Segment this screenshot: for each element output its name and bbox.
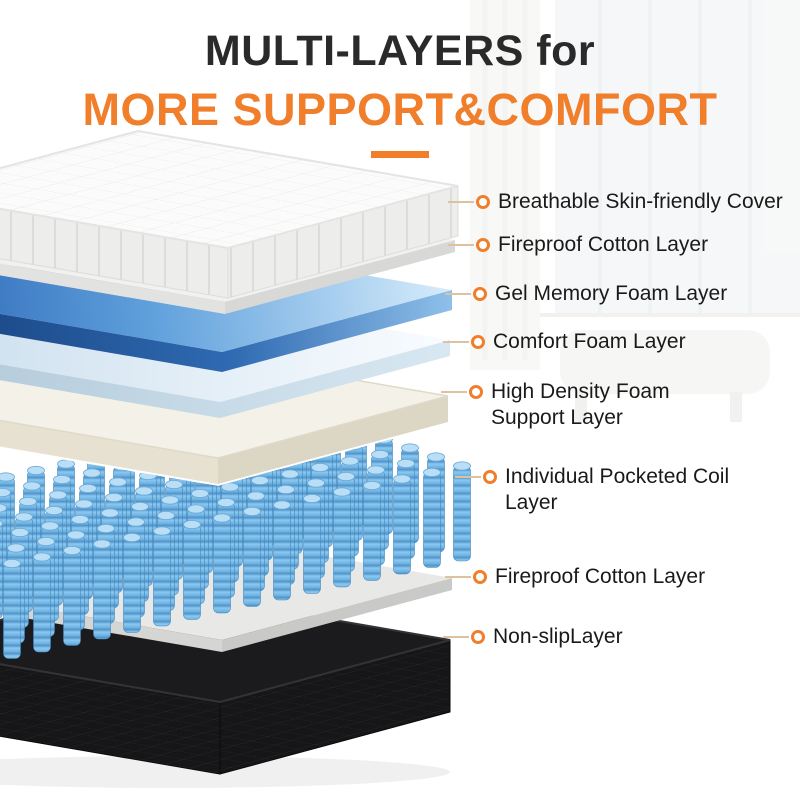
- callout-label: High Density Foam Support Layer: [491, 380, 670, 429]
- callout-non-slip: Non-slipLayer: [443, 624, 623, 650]
- page-title-line1: MULTI-LAYERS for: [204, 27, 596, 75]
- bullet-dot-icon: [476, 195, 490, 209]
- callout-gel-memory-foam: Gel Memory Foam Layer: [445, 281, 727, 307]
- bullet-dot-icon: [469, 385, 483, 399]
- callout-comfort-foam: Comfort Foam Layer: [443, 329, 686, 355]
- leader-line: [443, 341, 469, 343]
- layer-breathable-cover: [0, 129, 459, 299]
- leader-line: [455, 476, 481, 478]
- layer-pocketed-coils: [0, 410, 471, 659]
- header: MULTI-LAYERS for MORE SUPPORT&COMFORT: [0, 0, 800, 158]
- callout-pocketed-coil: Individual Pocketed Coil Layer: [455, 464, 745, 516]
- callout-label: Individual Pocketed Coil Layer: [505, 465, 730, 514]
- bullet-dot-icon: [471, 335, 485, 349]
- callout-label: Comfort Foam Layer: [493, 330, 686, 353]
- callout-label: Non-slipLayer: [493, 625, 623, 648]
- bullet-dot-icon: [483, 470, 497, 484]
- callout-fireproof-cotton-top: Fireproof Cotton Layer: [448, 232, 708, 258]
- bullet-dot-icon: [473, 287, 487, 301]
- title-underline-accent: [371, 151, 429, 158]
- leader-line: [441, 391, 467, 393]
- background-scene: [470, 0, 800, 422]
- leader-line: [448, 201, 474, 203]
- page-title-line2: MORE SUPPORT&COMFORT: [82, 84, 718, 135]
- callout-fireproof-cotton-bottom: Fireproof Cotton Layer: [445, 564, 705, 590]
- bullet-dot-icon: [473, 570, 487, 584]
- leader-line: [443, 636, 469, 638]
- callout-breathable-cover: Breathable Skin-friendly Cover: [448, 189, 783, 215]
- callout-high-density-foam: High Density Foam Support Layer: [441, 379, 691, 431]
- leader-line: [448, 244, 474, 246]
- leader-line: [445, 293, 471, 295]
- callout-label: Breathable Skin-friendly Cover: [498, 190, 783, 213]
- bullet-dot-icon: [471, 630, 485, 644]
- leader-line: [445, 576, 471, 578]
- callout-label: Fireproof Cotton Layer: [498, 233, 709, 256]
- callout-label: Gel Memory Foam Layer: [495, 282, 728, 305]
- bullet-dot-icon: [476, 238, 490, 252]
- callout-label: Fireproof Cotton Layer: [495, 565, 706, 588]
